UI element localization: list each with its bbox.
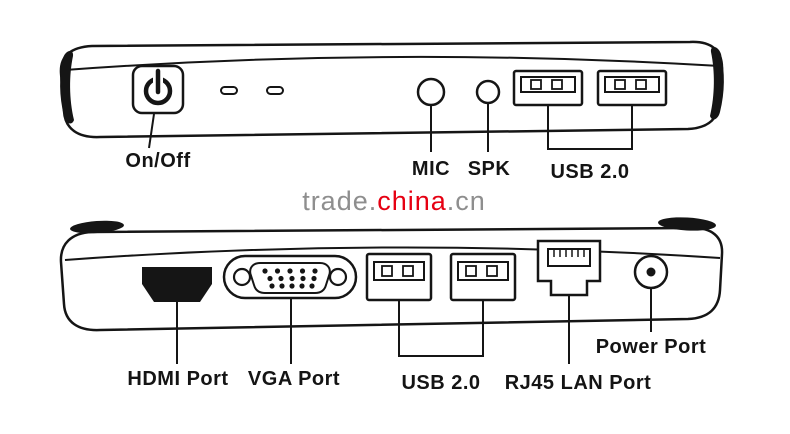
power-icon xyxy=(143,68,173,106)
watermark-cn: .cn xyxy=(446,186,486,216)
hdmi-label: HDMI Port xyxy=(127,368,229,390)
rj45-pins xyxy=(553,249,585,257)
mic-label: MIC xyxy=(411,158,451,180)
usb-port-top-2 xyxy=(596,69,668,107)
rj45-port xyxy=(536,239,602,297)
top-leader-lines xyxy=(148,104,633,152)
rj45-label: RJ45 LAN Port xyxy=(504,372,652,394)
vga-pins xyxy=(262,268,318,289)
usb-top-leader xyxy=(547,106,633,150)
vga-screw-left xyxy=(232,267,252,287)
dc-power-jack xyxy=(633,254,669,290)
usb-port-bottom-1 xyxy=(365,252,433,302)
top-device-body xyxy=(59,40,724,139)
watermark: trade.china.cn xyxy=(302,186,486,217)
vga-label: VGA Port xyxy=(247,368,341,390)
vent-slot-2 xyxy=(266,86,284,95)
on-off-label: On/Off xyxy=(125,150,191,172)
usb-bottom-label: USB 2.0 xyxy=(401,372,481,394)
watermark-trade: trade. xyxy=(302,186,378,216)
usb-port-top-1 xyxy=(512,69,584,107)
spk-label: SPK xyxy=(467,158,511,180)
right-end-shade xyxy=(710,46,724,120)
power-port-label: Power Port xyxy=(595,336,707,358)
vga-screw-right xyxy=(328,267,348,287)
usb-bottom-leader xyxy=(398,300,484,357)
bottom-leader-lines xyxy=(176,288,652,364)
usb-top-label: USB 2.0 xyxy=(550,161,630,183)
usb-port-bottom-2 xyxy=(449,252,517,302)
hdmi-port xyxy=(142,267,212,302)
vga-port xyxy=(222,254,358,300)
left-top-shade xyxy=(70,220,124,234)
mic-jack xyxy=(416,77,446,107)
power-button xyxy=(131,64,185,115)
power-leader xyxy=(148,113,155,149)
left-end-shade xyxy=(60,50,74,124)
vent-slot-1 xyxy=(220,86,238,95)
watermark-china: china xyxy=(377,186,447,216)
right-top-shade xyxy=(658,217,716,231)
spk-jack xyxy=(475,79,501,105)
